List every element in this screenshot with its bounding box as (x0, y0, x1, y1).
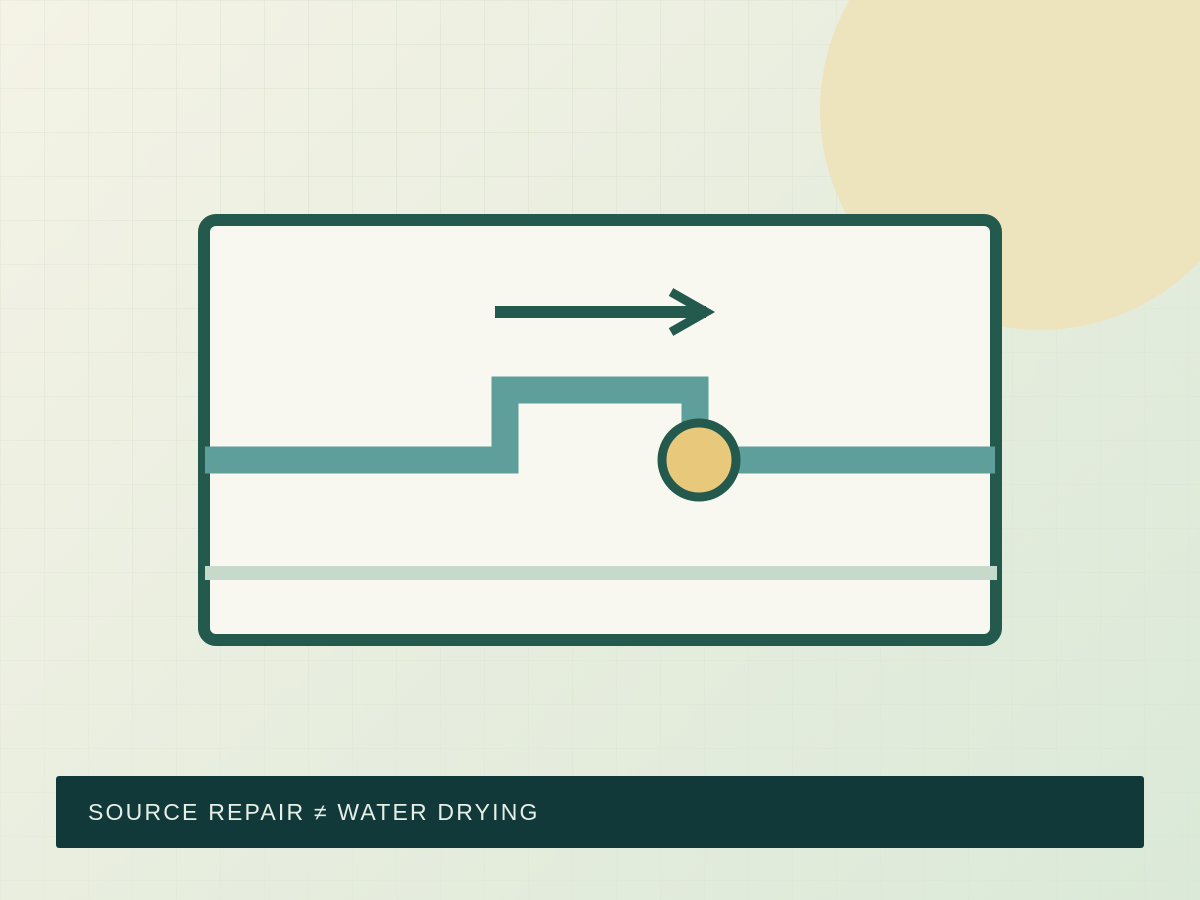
arrow-right-icon (495, 288, 716, 336)
pipe-bypass (205, 376, 709, 474)
panel-frame (198, 214, 1002, 646)
caption-text: SOURCE REPAIR ≠ WATER DRYING (88, 798, 540, 825)
caption-bar: SOURCE REPAIR ≠ WATER DRYING (56, 776, 1144, 848)
valve-circle-icon (657, 418, 741, 502)
